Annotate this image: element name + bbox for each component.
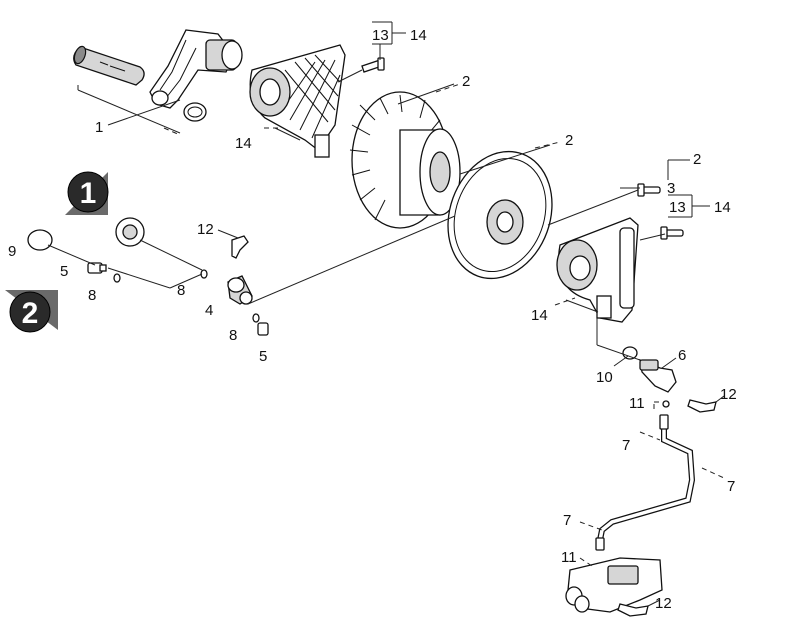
- callout-8-middle: 8: [177, 282, 185, 299]
- step-marker-2: 2: [5, 290, 58, 333]
- crank-arm: [149, 29, 243, 109]
- callout-2-right: 2: [693, 151, 701, 168]
- step-marker-1: 1: [65, 171, 109, 215]
- crank-ring-inner: [187, 106, 203, 118]
- callout-12-lower: 12: [655, 595, 672, 612]
- callout-14-right: 14: [714, 199, 731, 216]
- callout-8-left: 8: [88, 287, 96, 304]
- hose-drum: [349, 91, 461, 229]
- ring-9: [27, 229, 53, 251]
- callout-6: 6: [678, 347, 686, 364]
- callout-7-c: 7: [563, 512, 571, 529]
- callout-12-middle: 12: [720, 386, 737, 403]
- callout-14-top: 14: [410, 27, 427, 44]
- callout-5-left: 5: [60, 263, 68, 280]
- callout-11-upper: 11: [629, 395, 645, 412]
- callout-2-middle: 2: [565, 132, 573, 149]
- leader-lines: [47, 21, 725, 607]
- nipple-5-lower: [257, 322, 269, 336]
- oring-8-lower: [252, 313, 260, 323]
- crank-ring: [183, 102, 207, 122]
- callout-1: 1: [95, 119, 103, 136]
- callout-11-lower: 11: [561, 549, 577, 566]
- right-bracket: [556, 217, 639, 323]
- swivel-6: [639, 358, 677, 393]
- screw-top: [361, 57, 385, 73]
- callout-14-left-bracket: 14: [235, 135, 252, 152]
- screw-13-right: [660, 226, 684, 240]
- callout-4: 4: [205, 302, 213, 319]
- callout-13-top: 13: [372, 27, 389, 44]
- ring-10: [622, 346, 638, 360]
- callout-12-left: 12: [197, 221, 214, 238]
- callout-5-lower: 5: [259, 348, 267, 365]
- nipple-5-left: [87, 262, 107, 274]
- clip-12-middle: [687, 399, 717, 413]
- step-2-label: 2: [22, 297, 39, 330]
- callout-14-right-bracket: 14: [531, 307, 548, 324]
- callout-13-right: 13: [669, 199, 686, 216]
- handle-grip: [73, 45, 145, 86]
- callout-7-a: 7: [622, 437, 630, 454]
- callout-2-top: 2: [462, 73, 470, 90]
- callout-8-lower: 8: [229, 327, 237, 344]
- callout-labels: 1 2 2 2 3 4 5 5 6 7 7 7 8 8 8 9 10 11 11…: [8, 27, 737, 612]
- callout-9: 9: [8, 243, 16, 260]
- screw-3: [637, 183, 661, 197]
- clip-12-lower: [617, 603, 649, 617]
- callout-7-b: 7: [727, 478, 735, 495]
- hose-7: [595, 414, 696, 551]
- step-1-label: 1: [80, 177, 97, 210]
- left-bracket: [249, 44, 346, 158]
- callout-3: 3: [667, 180, 675, 197]
- callout-10: 10: [596, 369, 613, 386]
- union-nut: [115, 217, 145, 247]
- pump-valve-block: [565, 557, 663, 613]
- oring-11-upper: [662, 400, 670, 408]
- elbow-4: [227, 275, 253, 305]
- oring-8-left: [113, 273, 121, 283]
- clip-12-left: [231, 235, 249, 259]
